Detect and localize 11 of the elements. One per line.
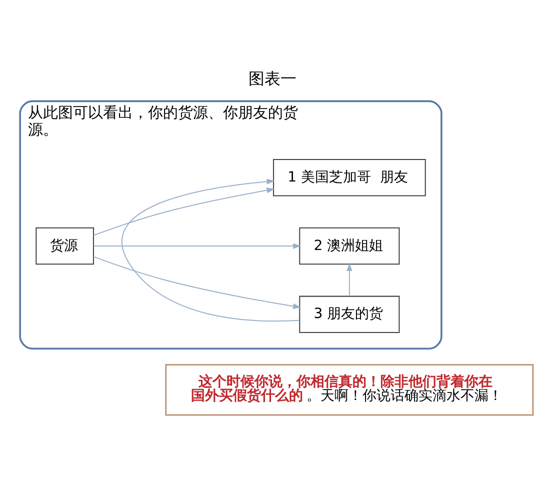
node-box: 2 澳洲姐姐 <box>299 227 400 265</box>
arrow <box>94 243 302 249</box>
node-box: 这个时候你说，你相信真的！除非他们背着你在国外买假货什么的。天啊！你说话确实滴水不漏！ <box>165 364 534 416</box>
node-box: 货源 <box>36 227 94 265</box>
arrow <box>122 178 300 322</box>
arrow <box>346 262 352 296</box>
node-box: 3 朋友的货 <box>299 296 400 334</box>
arrow <box>93 256 302 309</box>
arrow <box>93 188 275 236</box>
diagram-title: 图表一 <box>248 68 296 88</box>
node-box: 1 美国芝加哥 朋友 <box>273 159 426 196</box>
